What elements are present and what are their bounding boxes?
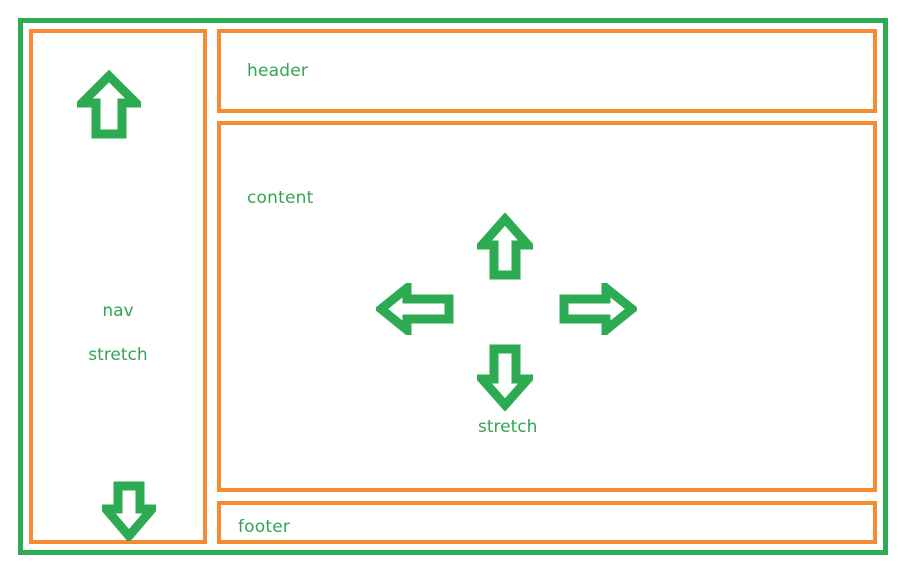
header-panel: header — [217, 29, 877, 113]
nav-stretch-label: stretch — [88, 345, 148, 365]
content-label: content — [247, 188, 314, 208]
arrow-left-icon — [376, 283, 454, 335]
content-stretch-label: stretch — [478, 417, 538, 437]
flex-row: nav stretch header content — [23, 23, 883, 550]
arrow-right-icon — [559, 283, 637, 335]
footer-panel: footer — [217, 501, 877, 544]
outer-flex-container: nav stretch header content — [18, 18, 888, 555]
arrow-up-icon — [77, 70, 141, 140]
header-label: header — [247, 61, 309, 81]
nav-panel: nav stretch — [29, 29, 207, 544]
footer-label: footer — [238, 517, 291, 537]
arrow-down-icon — [102, 481, 156, 541]
arrow-up-icon — [477, 213, 533, 281]
nav-label: nav — [102, 301, 134, 321]
arrow-down-icon — [477, 343, 533, 411]
right-column: header content — [217, 29, 877, 544]
content-panel: content — [217, 121, 877, 492]
